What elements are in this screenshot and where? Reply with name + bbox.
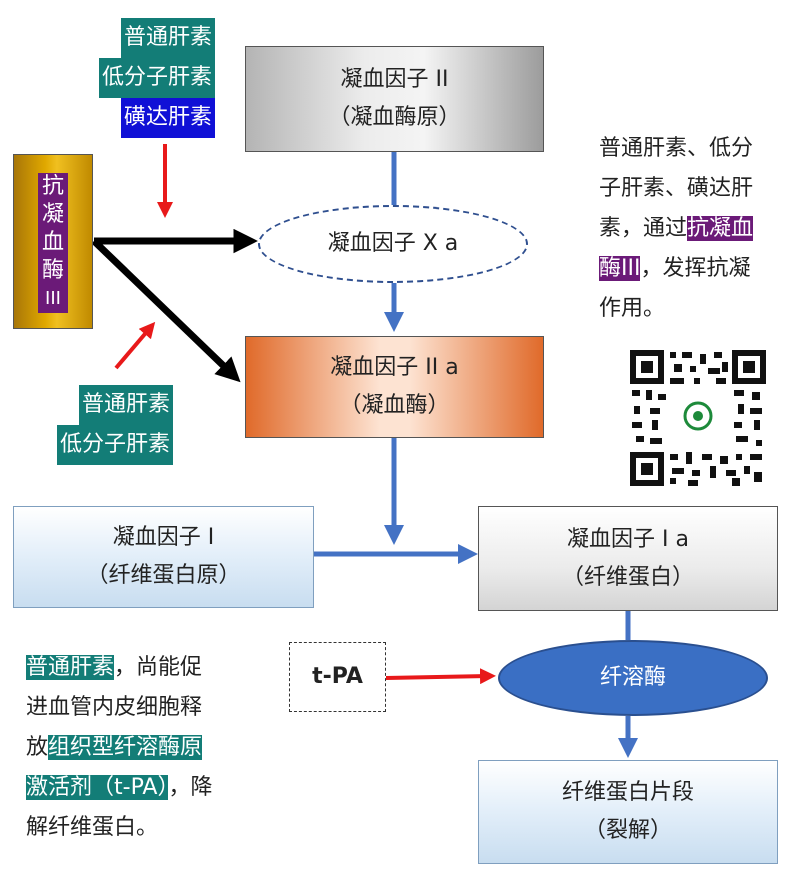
note-bottom-line4-text: ，降: [168, 775, 213, 800]
heparin-group-bottom: 普通肝素 低分子肝素: [56, 385, 173, 465]
note-right-line3: 素，通过抗凝血: [599, 209, 779, 249]
note-bottom-tpa-hl-2: 激活剂（t-PA）: [26, 775, 169, 800]
heparin-group-top: 普通肝素 低分子肝素 磺达肝素: [98, 18, 215, 138]
note-right-line4: 酶III，发挥抗凝: [599, 249, 779, 289]
tpa-label: t-PA: [312, 664, 363, 689]
antithrombin-char-3: 血: [41, 230, 64, 255]
qr-code-image: [630, 350, 766, 486]
prothrombin-line1: 凝血因子 II: [340, 67, 449, 92]
antithrombin-label: 抗 凝 血 酶 III: [38, 173, 68, 313]
arrow-red-tpa: [385, 668, 496, 685]
thrombin-line1: 凝血因子 II a: [330, 355, 459, 380]
note-bottom-line5: 解纤维蛋白。: [26, 815, 159, 840]
note-bottom: 普通肝素，尚能促 进血管内皮细胞释 放组织型纤溶酶原 激活剂（t-PA），降 解…: [26, 648, 246, 848]
box-tpa: t-PA: [289, 642, 386, 712]
fibrinogen-line2: （纤维蛋白原）: [86, 563, 241, 588]
note-right-line5: 作用。: [599, 296, 666, 321]
antithrombin-char-5: III: [45, 288, 61, 309]
note-bottom-tpa-hl: 组织型纤溶酶原: [48, 735, 203, 760]
prothrombin-line2: （凝血酶原）: [328, 105, 461, 130]
note-bottom-line1: 普通肝素，尚能促: [26, 648, 246, 688]
note-bottom-heparin-hl: 普通肝素: [26, 655, 115, 680]
antithrombin-char-2: 凝: [41, 202, 64, 227]
note-right-antithrombin-hl-2: 酶III: [599, 256, 641, 281]
box-fibrinogen: 凝血因子 I （纤维蛋白原）: [13, 506, 314, 608]
note-right-line1: 普通肝素、低分: [599, 136, 754, 161]
antithrombin-char-1: 抗: [41, 174, 64, 199]
note-right-line4-text: ，发挥抗凝: [640, 256, 751, 281]
box-fibrin: 凝血因子 I a （纤维蛋白）: [478, 506, 778, 611]
note-right-line2: 子肝素、磺达肝: [599, 176, 754, 201]
fibrin-line1: 凝血因子 I a: [567, 526, 689, 552]
note-bottom-line1-text: ，尚能促: [114, 655, 203, 680]
label-unfractionated-heparin-2: 普通肝素: [78, 385, 173, 425]
note-bottom-line2: 进血管内皮细胞释: [26, 695, 203, 720]
thrombin-line2: （凝血酶）: [339, 393, 450, 418]
note-bottom-line3-text: 放: [26, 735, 49, 760]
fibrin-line2: （纤维蛋白）: [561, 564, 694, 590]
note-right: 普通肝素、低分 子肝素、磺达肝 素，通过抗凝血 酶III，发挥抗凝 作用。: [599, 129, 779, 329]
arrow-black-to-thrombin: [91, 238, 241, 383]
antithrombin-bar: 抗 凝 血 酶 III: [13, 154, 93, 329]
box-prothrombin: 凝血因子 II （凝血酶原）: [245, 46, 544, 152]
note-right-antithrombin-hl: 抗凝血: [687, 216, 754, 241]
label-lmwh: 低分子肝素: [98, 58, 215, 98]
fibrinogen-line1: 凝血因子 I: [112, 525, 215, 550]
ellipse-factor-xa: 凝血因子 X a: [258, 205, 528, 283]
factor-xa-label: 凝血因子 X a: [327, 231, 459, 256]
arrow-red-bottom: [114, 321, 156, 370]
note-right-line3-text: 素，通过: [599, 216, 688, 241]
antithrombin-char-4: 酶: [41, 258, 64, 283]
fragments-line2: （裂解）: [583, 818, 672, 843]
plasmin-label: 纤溶酶: [599, 665, 666, 690]
box-thrombin: 凝血因子 II a （凝血酶）: [245, 336, 544, 438]
label-lmwh-2: 低分子肝素: [56, 425, 173, 465]
label-unfractionated-heparin: 普通肝素: [120, 18, 215, 58]
fragments-line1: 纤维蛋白片段: [561, 780, 694, 805]
box-fibrin-fragments: 纤维蛋白片段 （裂解）: [478, 760, 778, 864]
note-bottom-line4: 激活剂（t-PA），降: [26, 768, 246, 808]
ellipse-plasmin: 纤溶酶: [498, 640, 768, 716]
label-fondaparinux: 磺达肝素: [120, 98, 215, 138]
note-bottom-line3: 放组织型纤溶酶原: [26, 728, 246, 768]
